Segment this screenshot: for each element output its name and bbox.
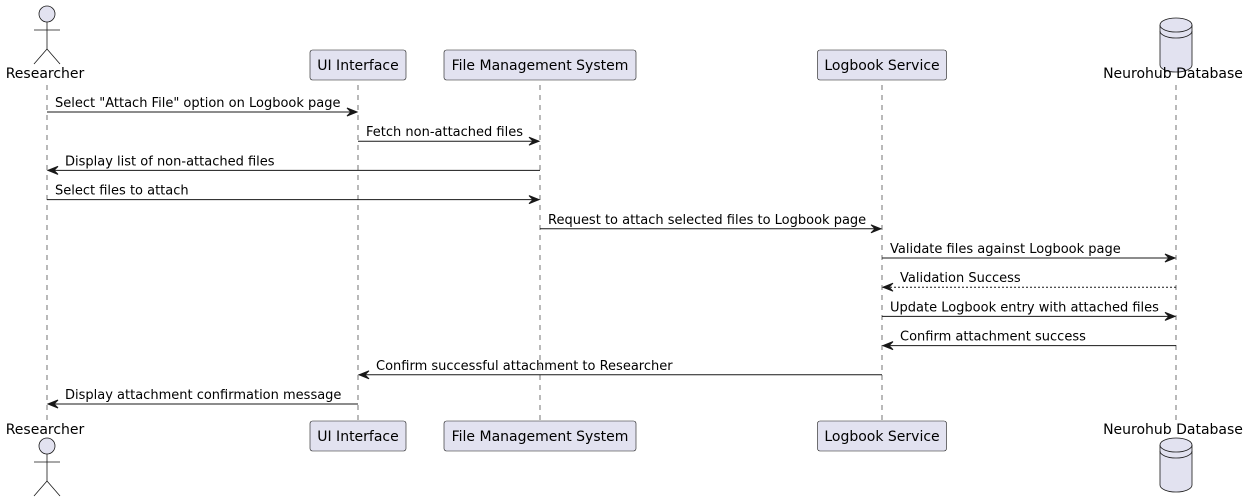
message-label: Display attachment confirmation message: [65, 388, 341, 403]
participant-label: UI Interface: [317, 58, 399, 74]
participant-box: [817, 420, 947, 452]
participant-label: Neurohub Database: [1103, 66, 1243, 82]
participant-label: Logbook Service: [824, 58, 939, 74]
message-arrowhead: [528, 136, 541, 146]
participant-label: File Management System: [452, 58, 629, 74]
message-7: Validation Success: [881, 271, 1176, 292]
database-icon: [1159, 17, 1193, 73]
message-arrowhead: [881, 282, 894, 292]
message-label: Confirm attachment success: [900, 330, 1086, 345]
message-label: Request to attach selected files to Logb…: [548, 213, 866, 228]
database-rim: [1159, 24, 1193, 33]
actor-researcher-bottom: Researcher: [6, 422, 85, 497]
message-label: Display list of non-attached files: [65, 154, 275, 169]
database-rim: [1159, 444, 1193, 453]
participant-ui-bottom: UI Interface: [309, 420, 407, 452]
message-1: Select "Attach File" option on Logbook p…: [47, 96, 359, 117]
message-9: Confirm attachment success: [881, 330, 1176, 351]
actor-head: [38, 5, 56, 23]
message-arrowhead: [346, 107, 359, 117]
participant-box: [443, 420, 637, 452]
message-arrowhead: [1164, 253, 1177, 263]
participant-label: Researcher: [6, 422, 85, 438]
message-4: Select files to attach: [47, 184, 541, 205]
message-arrowhead: [528, 195, 541, 205]
message-arrowhead: [881, 341, 894, 351]
participants-top: Researcher UI Interface File Management Sy…: [6, 5, 1243, 82]
message-arrowhead: [357, 370, 370, 380]
message-6: Validate files against Logbook page: [882, 242, 1177, 263]
participant-logbook-top: Logbook Service: [817, 49, 947, 81]
database-rim: [1159, 450, 1193, 459]
message-label: Fetch non-attached files: [366, 125, 523, 140]
participant-box: [443, 49, 637, 81]
message-10: Confirm successful attachment to Researc…: [357, 359, 882, 380]
message-label: Validation Success: [900, 271, 1021, 286]
message-11: Display attachment confirmation message: [46, 388, 358, 409]
message-arrowhead: [46, 165, 59, 175]
database-icon: [1159, 437, 1193, 493]
participant-ui-top: UI Interface: [309, 49, 407, 81]
participant-label: UI Interface: [317, 429, 399, 445]
message-arrowhead: [870, 224, 883, 234]
participant-box: [817, 49, 947, 81]
participant-logbook-bottom: Logbook Service: [817, 420, 947, 452]
database-db-bottom: Neurohub Database: [1103, 422, 1243, 493]
participant-label: Neurohub Database: [1103, 422, 1243, 438]
participant-fms-top: File Management System: [443, 49, 637, 81]
lifelines: [46, 85, 1177, 422]
participant-fms-bottom: File Management System: [443, 420, 637, 452]
participant-label: File Management System: [452, 429, 629, 445]
database-db-top: Neurohub Database: [1103, 17, 1243, 82]
actor-leg-right: [46, 480, 61, 497]
message-label: Confirm successful attachment to Researc…: [376, 359, 673, 374]
participant-label: Researcher: [6, 66, 85, 82]
actor-leg-left: [33, 48, 48, 65]
message-label: Update Logbook entry with attached files: [890, 300, 1159, 315]
actor-researcher-top: Researcher: [6, 5, 85, 82]
message-arrowhead: [46, 399, 59, 409]
message-2: Fetch non-attached files: [358, 125, 541, 146]
participant-label: Logbook Service: [824, 429, 939, 445]
message-3: Display list of non-attached files: [46, 154, 540, 175]
participant-box: [309, 420, 407, 452]
message-label: Validate files against Logbook page: [890, 242, 1121, 257]
message-arrowhead: [1164, 311, 1177, 321]
message-label: Select "Attach File" option on Logbook p…: [55, 96, 341, 111]
participant-box: [309, 49, 407, 81]
message-5: Request to attach selected files to Logb…: [540, 213, 883, 234]
database-rim: [1159, 30, 1193, 39]
actor-leg-left: [33, 480, 48, 497]
actor-leg-right: [46, 48, 61, 65]
actor-head: [38, 437, 56, 455]
message-label: Select files to attach: [55, 184, 189, 199]
message-8: Update Logbook entry with attached files: [882, 300, 1177, 321]
messages: Select "Attach File" option on Logbook p…: [46, 96, 1177, 409]
participants-bottom: Researcher UI Interface File Management Sy…: [6, 420, 1243, 497]
